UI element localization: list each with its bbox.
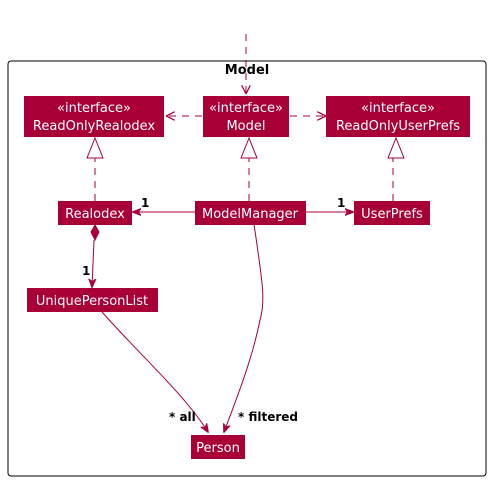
name-read-only-realodex: ReadOnlyRealodex <box>33 119 155 134</box>
node-realodex[interactable]: Realodex <box>58 201 132 225</box>
stereotype-read-only-user-prefs: «interface» <box>361 101 435 116</box>
node-read-only-user-prefs[interactable]: «interface» ReadOnlyUserPrefs <box>326 96 470 137</box>
stereotype-read-only-realodex: «interface» <box>57 101 131 116</box>
name-read-only-user-prefs: ReadOnlyUserPrefs <box>336 119 460 134</box>
node-user-prefs[interactable]: UserPrefs <box>354 201 430 225</box>
name-realodex: Realodex <box>65 207 125 222</box>
realodex-composition-edge <box>92 239 94 287</box>
label-list-person: * all <box>169 410 196 424</box>
name-model-manager: ModelManager <box>202 207 299 222</box>
modelmanager-to-person-edge <box>224 223 264 432</box>
userprefs-realization-head <box>387 136 405 159</box>
label-mm-userprefs: 1 <box>337 196 345 210</box>
name-person: Person <box>196 441 240 456</box>
node-unique-person-list[interactable]: UniquePersonList <box>27 288 158 312</box>
name-user-prefs: UserPrefs <box>361 207 423 222</box>
label-mm-person: * filtered <box>238 410 298 424</box>
label-mm-realodex: 1 <box>141 196 149 210</box>
realodex-realization-head <box>86 136 104 159</box>
name-model-interface: Model <box>226 119 265 134</box>
node-model-interface[interactable]: «interface» Model <box>203 96 289 137</box>
node-person[interactable]: Person <box>191 435 245 459</box>
composition-diamond <box>90 223 100 242</box>
name-unique-person-list: UniquePersonList <box>36 294 148 309</box>
package-frame <box>7 60 487 477</box>
modelmanager-realization-head <box>240 136 258 159</box>
list-to-person-edge <box>101 311 208 432</box>
node-model-manager[interactable]: ModelManager <box>195 201 306 225</box>
label-realodex-list: 1 <box>82 264 90 278</box>
stereotype-model-interface: «interface» <box>209 101 283 116</box>
node-read-only-realodex[interactable]: «interface» ReadOnlyRealodex <box>24 96 164 137</box>
package-title: Model <box>225 63 269 78</box>
